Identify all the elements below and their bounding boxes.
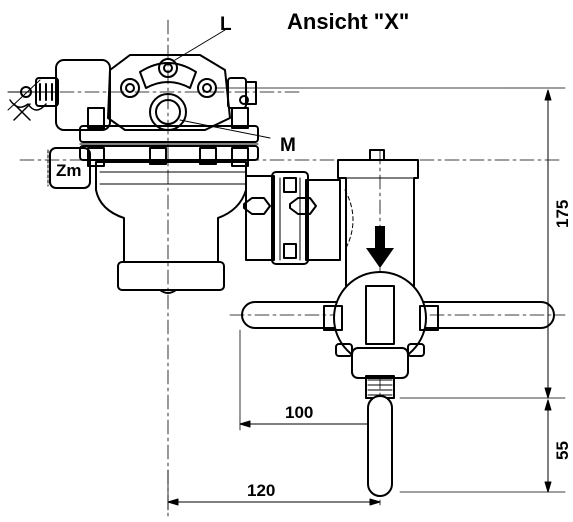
zm-fitting [47, 147, 91, 189]
dim-55-line [544, 399, 552, 493]
valve-body [337, 149, 419, 287]
ball-valve [241, 271, 555, 497]
dim-175-text: 175 [553, 200, 572, 228]
extension-lines [167, 87, 566, 511]
left-side-fitting [7, 59, 111, 131]
view-title: Ansicht "X" [287, 9, 409, 34]
leader-lines [174, 29, 271, 139]
dim-120-text: 120 [247, 481, 275, 500]
center-lines [9, 19, 566, 519]
main-flange [79, 107, 259, 167]
conical-body [95, 161, 247, 294]
dim-100-text: 100 [285, 403, 313, 422]
dim-55-text: 55 [553, 441, 572, 460]
top-flange [107, 54, 257, 131]
label-zm: Zm [56, 161, 82, 180]
connecting-pipe [243, 171, 354, 265]
label-m: M [280, 135, 296, 156]
dim-175-line [544, 89, 552, 399]
label-l: L [220, 14, 232, 35]
dim-120-line [167, 498, 381, 506]
flow-arrow [366, 226, 394, 268]
